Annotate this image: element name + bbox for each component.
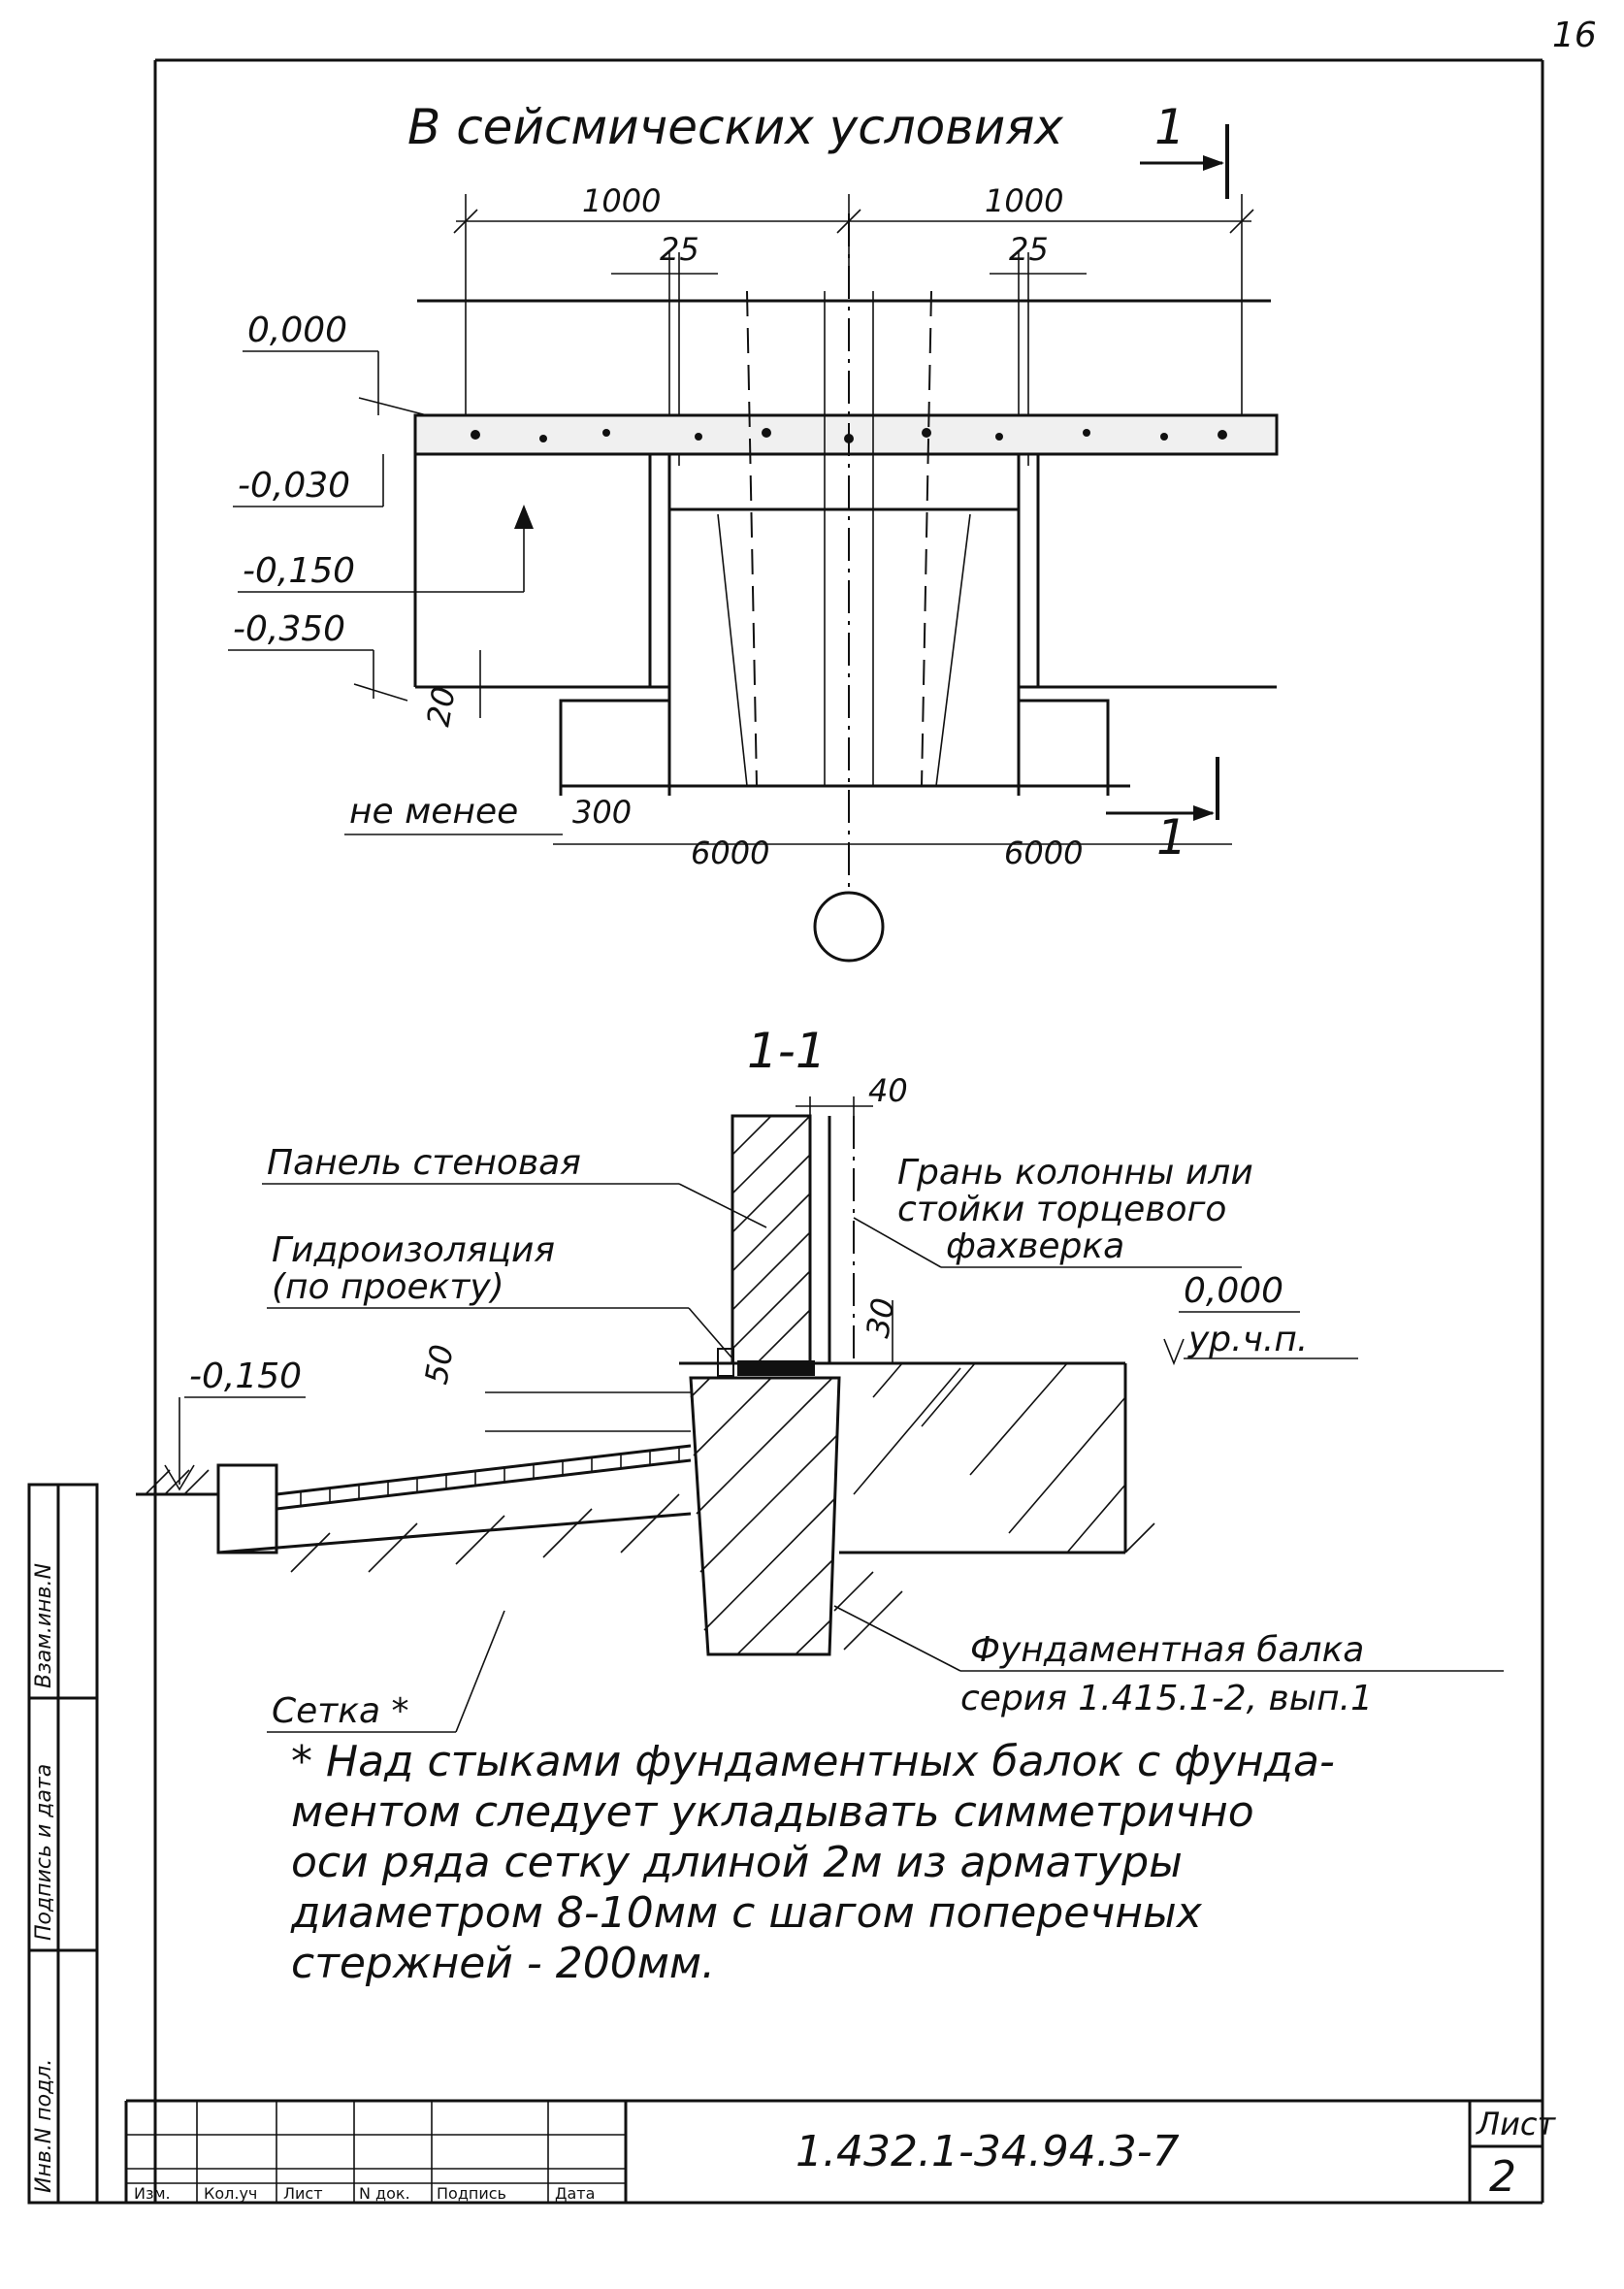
dim-20: 20 [419,684,462,730]
plan-title: В сейсмических условиях [407,99,1063,155]
plan-section-mark-bottom: 1 [1156,809,1187,866]
note-line-3: оси ряда сетку длиной 2м из арматуры [291,1838,1183,1887]
title-block: Изм. Кол.уч Лист N док. Подпись Дата 1.4… [124,2099,1556,2203]
note-line-5: стержней - 200мм. [291,1939,715,1988]
section-view: 1-1 40 Панель стеновая Грань колонны или… [136,1023,1504,1733]
sheet-frame [97,58,1544,2205]
level-floor: ур.ч.п. [1187,1320,1308,1359]
note-block: * Над стыками фундаментных балок с фунда… [290,1737,1335,1988]
dim-gap-left: 25 [660,231,699,268]
label-column-3: фахверка [946,1226,1124,1266]
label-hydro-1: Гидроизоляция [272,1230,555,1270]
level-0-000: 0,000 [247,311,347,350]
label-column-1: Грань колонны или [897,1153,1253,1193]
side-label-3: Взам.инв.N [32,1563,56,1688]
dim-40: 40 [868,1072,908,1109]
sheet-value: 2 [1489,2152,1516,2202]
dim-bottom-left: 6000 [691,834,769,871]
section-title: 1-1 [747,1023,827,1079]
plan-section-mark-top: 1 [1154,99,1186,155]
dim-300: 300 [572,794,632,831]
dim-top-right: 1000 [985,182,1063,219]
level-minus-0-350: -0,350 [233,609,345,649]
stamp-col-kol: Кол.уч [204,2184,257,2203]
label-beam-1: Фундаментная балка [970,1630,1364,1670]
drawing-code: 1.432.1-34.94.3-7 [796,2127,1180,2176]
dim-top-left: 1000 [582,182,661,219]
level-minus-section: -0,150 [189,1357,302,1396]
side-label-1: Инв.N подл. [32,2059,56,2193]
plan-view: В сейсмических условиях 1 1000 1000 25 2… [228,99,1279,963]
dim-30: 30 [859,1295,901,1341]
label-column-2: стойки торцевого [897,1190,1226,1229]
dim-bottom-right: 6000 [1004,834,1083,871]
sheet-label: Лист [1476,2106,1556,2142]
label-mesh: Сетка * [272,1691,409,1731]
note-line-4: диаметром 8-10мм с шагом поперечных [290,1888,1203,1938]
label-min: не менее [349,792,518,832]
label-wall-panel: Панель стеновая [267,1143,581,1183]
level-minus-0-150: -0,150 [243,551,355,591]
label-beam-2: серия 1.415.1-2, вып.1 [960,1679,1373,1718]
level-minus-0-030: -0,030 [238,466,350,506]
stamp-col-date: Дата [555,2184,595,2203]
side-label-2: Подпись и дата [32,1764,56,1941]
side-strip: Инв.N подл. Подпись и дата Взам.инв.N [27,1483,99,2205]
note-line-2: ментом следует укладывать симметрично [291,1787,1254,1837]
dim-50: 50 [417,1342,460,1388]
stamp-col-doc: N док. [359,2184,410,2203]
note-line-1: * Над стыками фундаментных балок с фунда… [291,1737,1335,1786]
label-hydro-2: (по проекту) [272,1267,504,1307]
stamp-col-izm: Изм. [134,2184,171,2203]
dim-gap-right: 25 [1009,231,1049,268]
sheet-number: 16 [1552,16,1597,55]
stamp-col-list: Лист [283,2184,323,2203]
stamp-col-sign: Подпись [437,2184,506,2203]
level-zero-section: 0,000 [1184,1271,1283,1311]
